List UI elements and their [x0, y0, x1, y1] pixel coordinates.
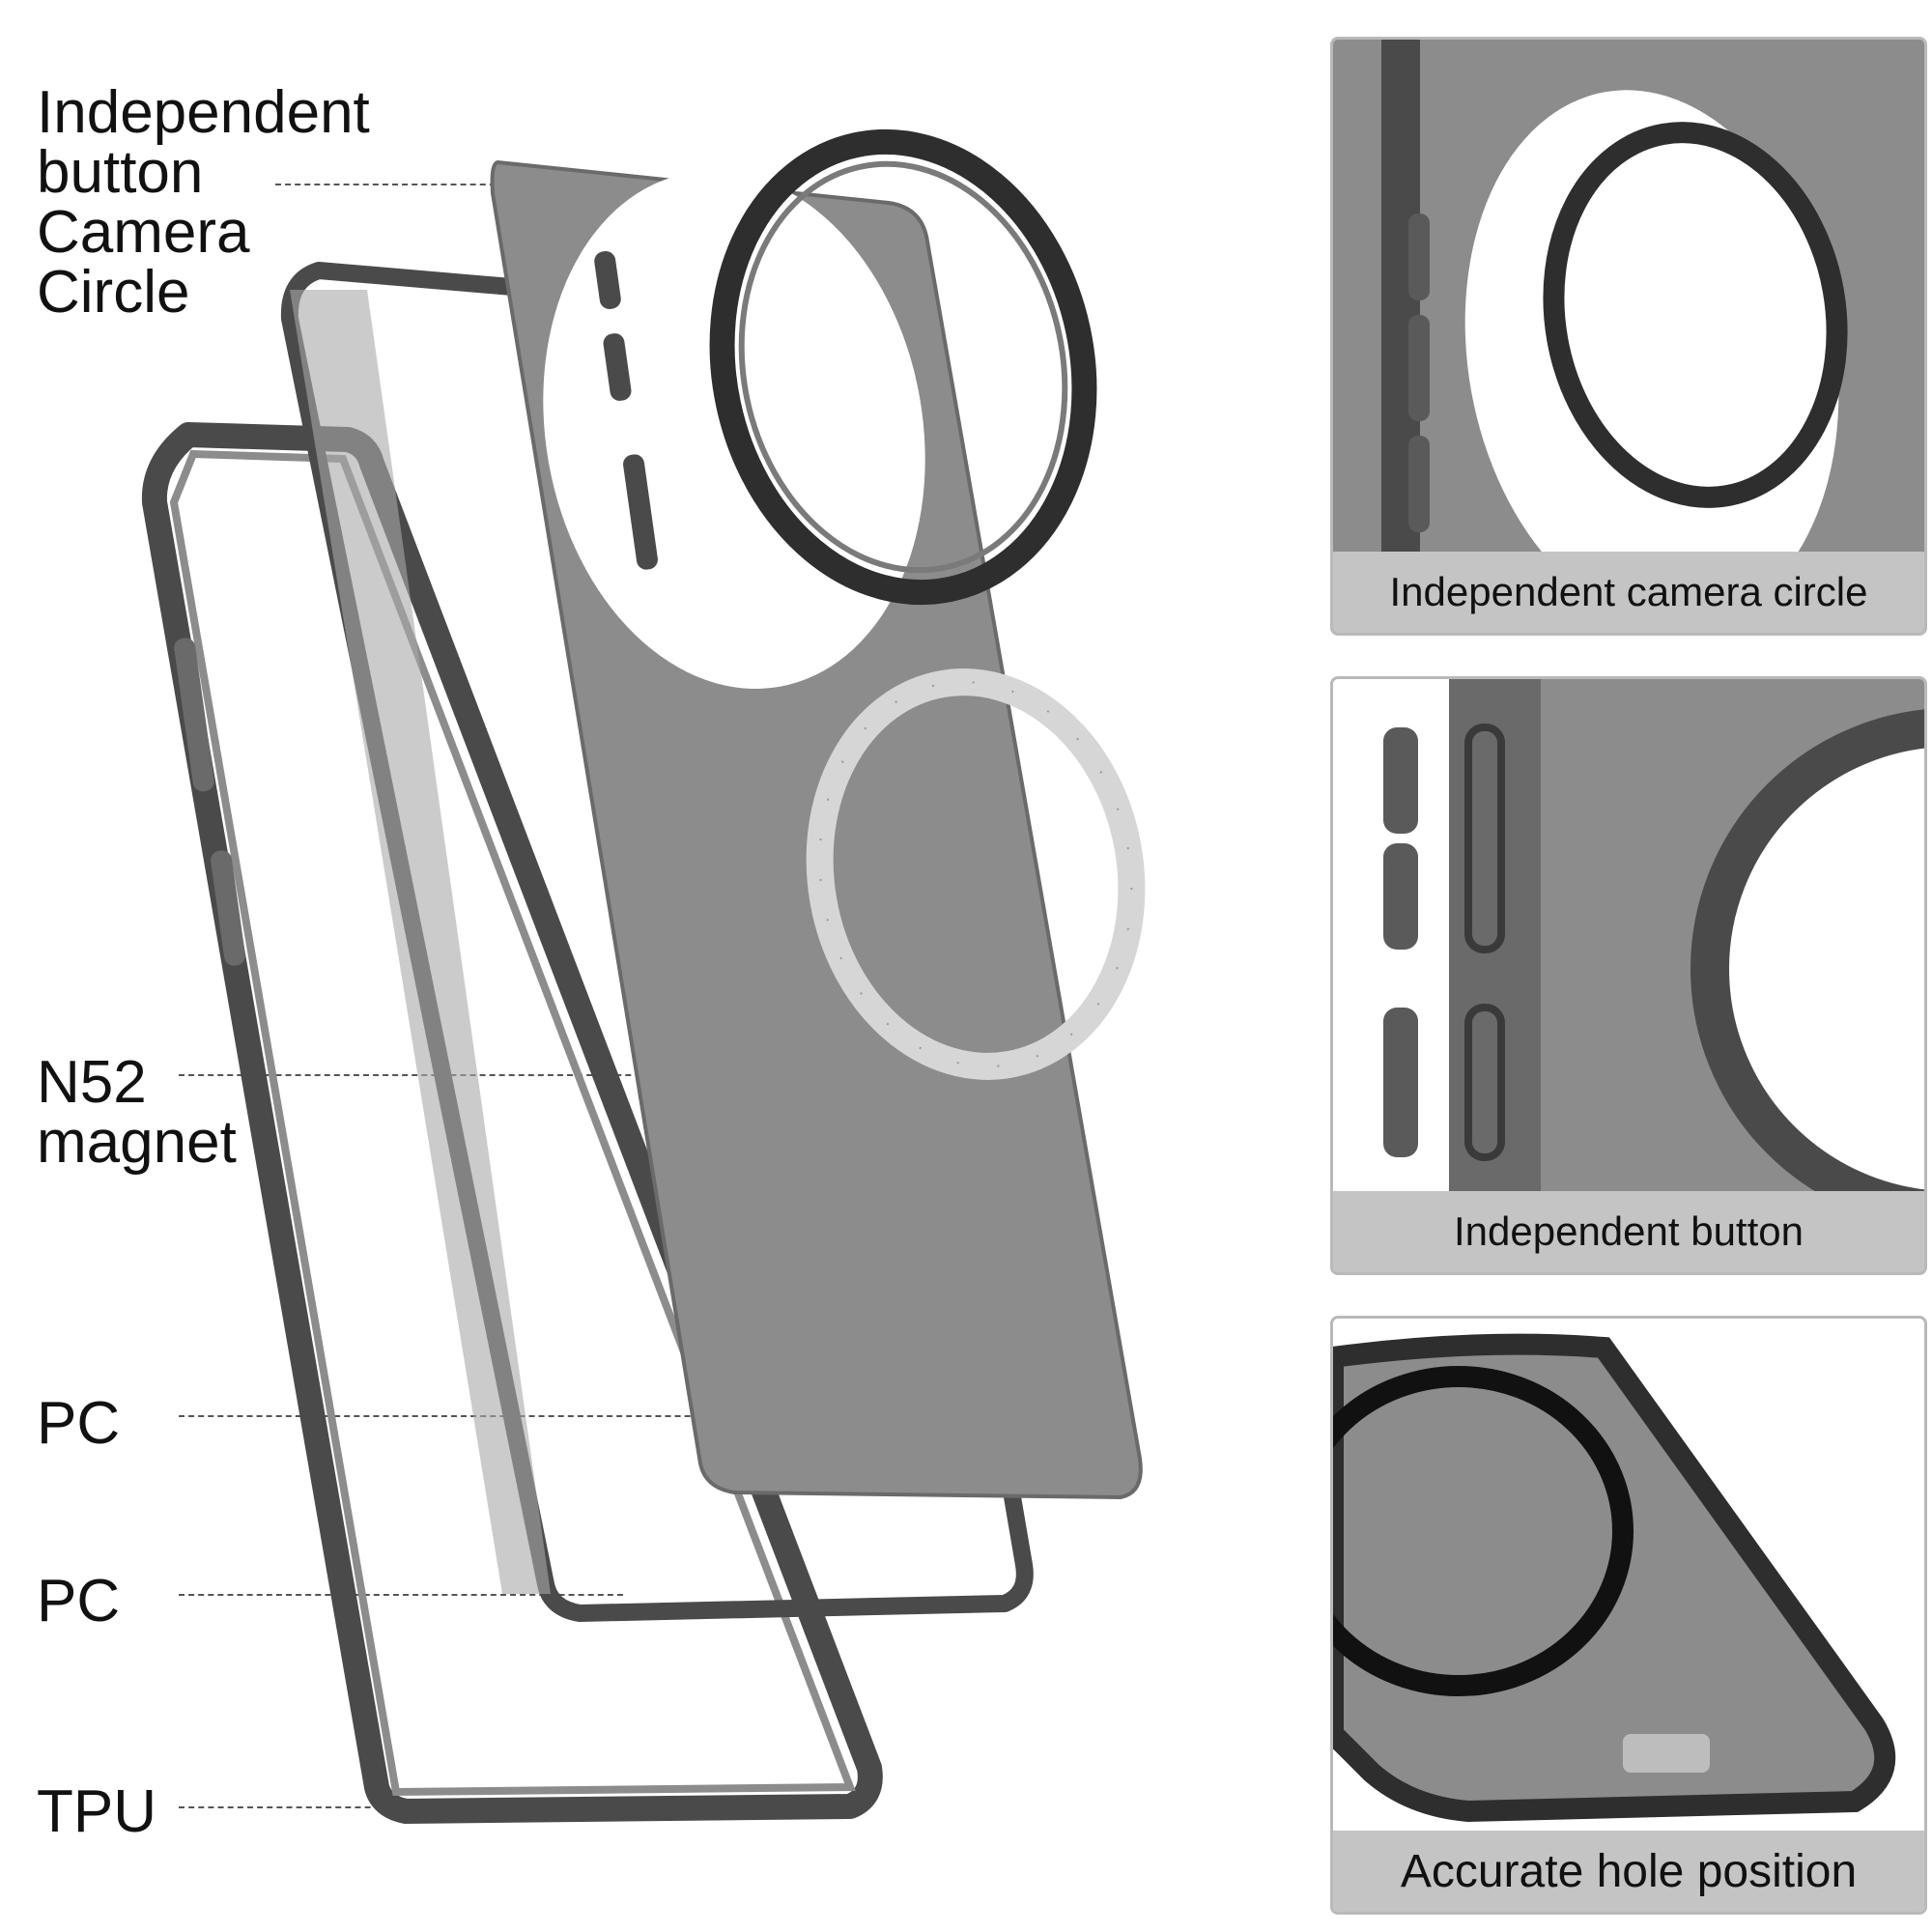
detail-panel-camera-circle: Independent camera circle [1330, 37, 1927, 636]
label-magnet: N52 magnet [37, 1053, 237, 1173]
camera-ring [1543, 122, 1848, 508]
charge-port-hole [1623, 1734, 1710, 1773]
label-line: N52 [37, 1049, 147, 1116]
loose-button [1383, 727, 1418, 834]
shell-button [623, 454, 658, 570]
side-button [1408, 436, 1430, 532]
pc-frame-inner-face [290, 290, 551, 1594]
label-line: Circle [37, 259, 190, 326]
shell-button [594, 251, 621, 309]
side-button-slot [174, 638, 214, 792]
label-line: Camera [37, 199, 250, 266]
button-detail-image [1333, 679, 1924, 1272]
label-pc-2: PC [37, 1568, 121, 1634]
side-button-slot [211, 850, 245, 966]
label-pc-1: PC [37, 1390, 121, 1457]
shell-button [603, 333, 632, 401]
leader-pc-2 [179, 1594, 623, 1596]
n52-magnet-ring [806, 668, 1146, 1080]
label-line: button [37, 139, 204, 206]
leader-pc-1 [179, 1415, 739, 1417]
button-slot [1464, 1004, 1505, 1161]
panel-caption: Accurate hole position [1333, 1831, 1924, 1912]
label-button-camera-circle: Independent button Camera Circle [37, 83, 370, 323]
label-line: magnet [37, 1109, 237, 1176]
side-button [1408, 315, 1430, 421]
loose-button [1383, 1008, 1418, 1157]
panel-caption: Independent camera circle [1333, 552, 1924, 633]
loose-button [1383, 843, 1418, 950]
label-line: Independent [37, 79, 370, 146]
side-button [1408, 213, 1430, 300]
leader-magnet [179, 1074, 952, 1076]
hole-position-detail-image [1333, 1319, 1924, 1912]
camera-ring [1690, 709, 1924, 1229]
panel-caption: Independent button [1333, 1191, 1924, 1272]
magnet-ring [1333, 1366, 1634, 1696]
camera-ring [709, 128, 1097, 606]
label-tpu: TPU [37, 1778, 156, 1845]
camera-circle-detail-image [1333, 40, 1924, 633]
button-slot [1464, 724, 1505, 953]
exploded-case-illustration [141, 128, 1146, 1824]
detail-panel-hole-position: Accurate hole position [1330, 1316, 1927, 1915]
leader-tpu [179, 1806, 469, 1808]
detail-panel-button: Independent button [1330, 676, 1927, 1275]
